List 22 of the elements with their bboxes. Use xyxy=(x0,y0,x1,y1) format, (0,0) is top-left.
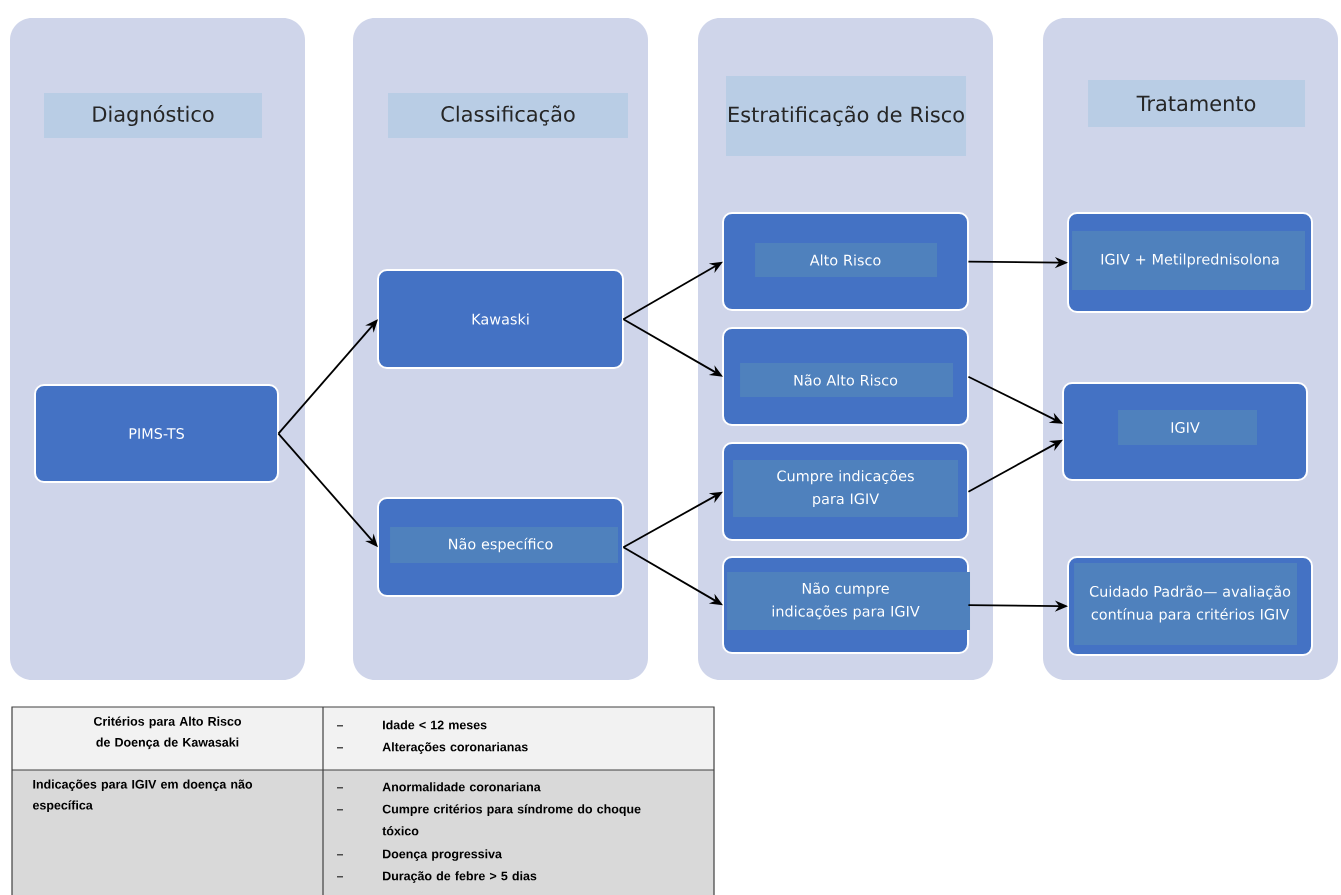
list-item: Duração de febre > 5 dias xyxy=(383,871,537,883)
column-heading: Classificação xyxy=(388,93,628,138)
process-box: Não Alto Risco xyxy=(722,327,969,426)
process-box: Kawaski xyxy=(377,269,624,369)
process-box: Não específico xyxy=(377,497,624,597)
table-cell: Indicações para IGIV em doença não específica xyxy=(12,770,323,895)
process-box: PIMS-TS xyxy=(34,384,279,483)
process-box: IGIV + Metilprednisolona xyxy=(1067,212,1313,313)
list-item: Idade < 12 meses xyxy=(383,720,487,730)
process-box: IGIV xyxy=(1062,382,1308,481)
list-item: Doença progressiva xyxy=(383,849,502,861)
process-box: Não cumpre indicações para IGIV xyxy=(722,556,970,654)
list-item: Cumpre critérios para síndrome do choque tóxico xyxy=(382,804,641,836)
process-box: Alto Risco xyxy=(722,212,969,311)
process-box: Cuidado Padrão— avaliação contínua para critérios IGIV xyxy=(1067,556,1313,656)
column-heading: Estratificação de Risco xyxy=(726,76,966,156)
list-item: Alterações coronarianas xyxy=(382,742,528,754)
list-item: Anormalidade coronariana xyxy=(382,782,541,792)
column-heading: Tratamento xyxy=(1088,80,1305,127)
process-box: Cumpre indicações para IGIV xyxy=(722,442,969,541)
table-cell: Critérios para Alto Risco de Doença de Kawasaki xyxy=(12,707,323,770)
column-heading: Diagnóstico xyxy=(44,93,262,138)
